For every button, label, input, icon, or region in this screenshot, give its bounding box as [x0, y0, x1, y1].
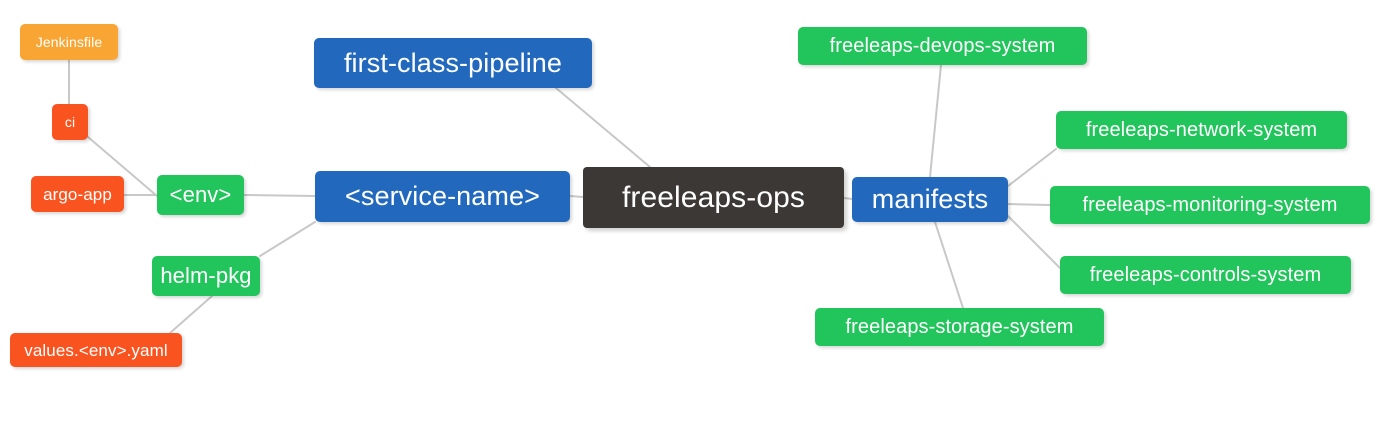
- node-ci[interactable]: ci: [52, 104, 88, 140]
- edge-manifests-to-network-system: [1007, 148, 1057, 187]
- node-network-system[interactable]: freeleaps-network-system: [1056, 111, 1347, 149]
- edge-manifests-to-devops-system: [929, 64, 942, 178]
- node-label-service-name: <service-name>: [345, 181, 540, 211]
- node-freeleaps-ops[interactable]: freeleaps-ops: [583, 167, 844, 228]
- node-label-freeleaps-ops: freeleaps-ops: [621, 180, 806, 214]
- edge-freeleaps-ops-to-manifests: [843, 197, 853, 200]
- edge-manifests-to-monitoring-system: [1007, 203, 1051, 206]
- node-label-monitoring-system: freeleaps-monitoring-system: [1082, 194, 1338, 216]
- node-monitoring-system[interactable]: freeleaps-monitoring-system: [1050, 186, 1370, 224]
- node-label-values-yaml: values.<env>.yaml: [24, 340, 168, 360]
- edge-manifests-to-storage-system: [934, 221, 964, 309]
- node-label-manifests: manifests: [871, 184, 989, 214]
- node-devops-system[interactable]: freeleaps-devops-system: [798, 27, 1087, 65]
- node-label-argo-app: argo-app: [43, 184, 112, 204]
- node-argo-app[interactable]: argo-app: [31, 176, 124, 212]
- node-storage-system[interactable]: freeleaps-storage-system: [815, 308, 1104, 346]
- node-label-ci: ci: [64, 114, 76, 130]
- node-label-network-system: freeleaps-network-system: [1085, 119, 1318, 141]
- node-controls-system[interactable]: freeleaps-controls-system: [1060, 256, 1351, 294]
- node-label-env: <env>: [169, 182, 232, 207]
- edge-manifests-to-controls-system: [1007, 215, 1061, 269]
- node-service-name[interactable]: <service-name>: [315, 171, 570, 222]
- node-label-storage-system: freeleaps-storage-system: [845, 316, 1074, 338]
- node-label-first-class-pipeline: first-class-pipeline: [343, 47, 563, 78]
- node-env[interactable]: <env>: [157, 175, 244, 215]
- node-jenkinsfile[interactable]: Jenkinsfile: [20, 24, 118, 60]
- edge-values-yaml-to-helm-pkg: [169, 295, 213, 334]
- node-label-jenkinsfile: Jenkinsfile: [35, 34, 103, 50]
- edge-service-name-to-freeleaps-ops: [569, 195, 584, 198]
- node-helm-pkg[interactable]: helm-pkg: [152, 256, 260, 296]
- node-manifests[interactable]: manifests: [852, 177, 1008, 222]
- edge-first-class-pipeline-to-freeleaps-ops: [555, 87, 651, 168]
- node-label-devops-system: freeleaps-devops-system: [829, 35, 1056, 57]
- node-label-controls-system: freeleaps-controls-system: [1089, 264, 1322, 286]
- node-first-class-pipeline[interactable]: first-class-pipeline: [314, 38, 592, 88]
- edge-helm-pkg-to-service-name: [259, 221, 316, 257]
- node-values-yaml[interactable]: values.<env>.yaml: [10, 333, 182, 367]
- edge-env-to-service-name: [243, 194, 316, 197]
- node-label-helm-pkg: helm-pkg: [160, 263, 252, 288]
